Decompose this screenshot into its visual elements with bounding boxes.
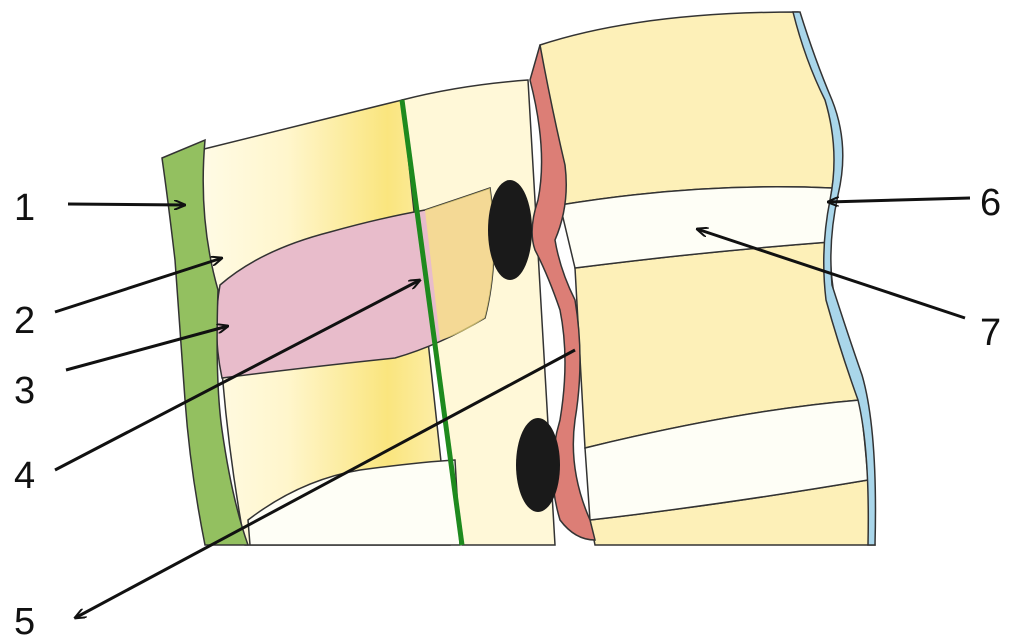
right-vertebral-upper: [540, 12, 835, 205]
label-7: 7: [980, 312, 1001, 354]
foramen-upper: [488, 180, 532, 280]
label-3: 3: [14, 370, 35, 412]
label-4: 4: [14, 455, 35, 497]
label-1: 1: [14, 187, 35, 229]
label-2: 2: [14, 300, 35, 342]
foramen-lower: [516, 418, 560, 512]
label-5: 5: [14, 601, 35, 642]
arrow-6: [828, 198, 970, 202]
label-6: 6: [980, 182, 1001, 224]
arrow-1: [68, 204, 185, 205]
